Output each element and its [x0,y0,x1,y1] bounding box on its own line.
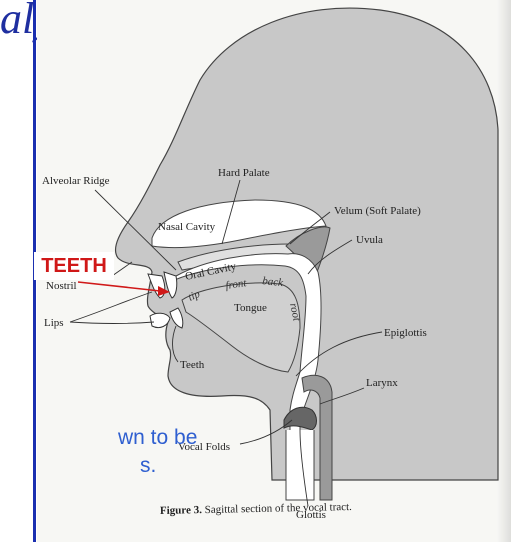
label-teeth: Teeth [180,359,205,371]
figure-caption-number: Figure 3. [160,504,202,517]
leader-nostril [112,262,132,276]
label-velum: Velum (Soft Palate) [334,205,421,217]
label-larynx: Larynx [366,377,398,389]
label-tongue: Tongue [234,302,267,314]
leader-lips-1 [70,292,152,322]
label-nostril: Nostril [46,280,77,292]
label-tongue-back: back [262,275,285,289]
slide-body-line-2: s. [140,452,300,480]
label-lips: Lips [44,317,64,329]
label-uvula: Uvula [356,234,383,246]
label-nasal-cavity: Nasal Cavity [158,221,216,233]
leader-lips-2 [70,322,154,324]
label-alveolar-ridge: Alveolar Ridge [42,175,110,187]
slide-body-line-1: wn to be [118,424,278,452]
label-epiglottis: Epiglottis [384,327,427,339]
teeth-callout-arrow [78,282,160,291]
label-hard-palate: Hard Palate [218,167,270,179]
teeth-callout-label: TEETH [34,252,114,280]
figure-caption-text: Sagittal section of the vocal tract. [205,501,352,516]
